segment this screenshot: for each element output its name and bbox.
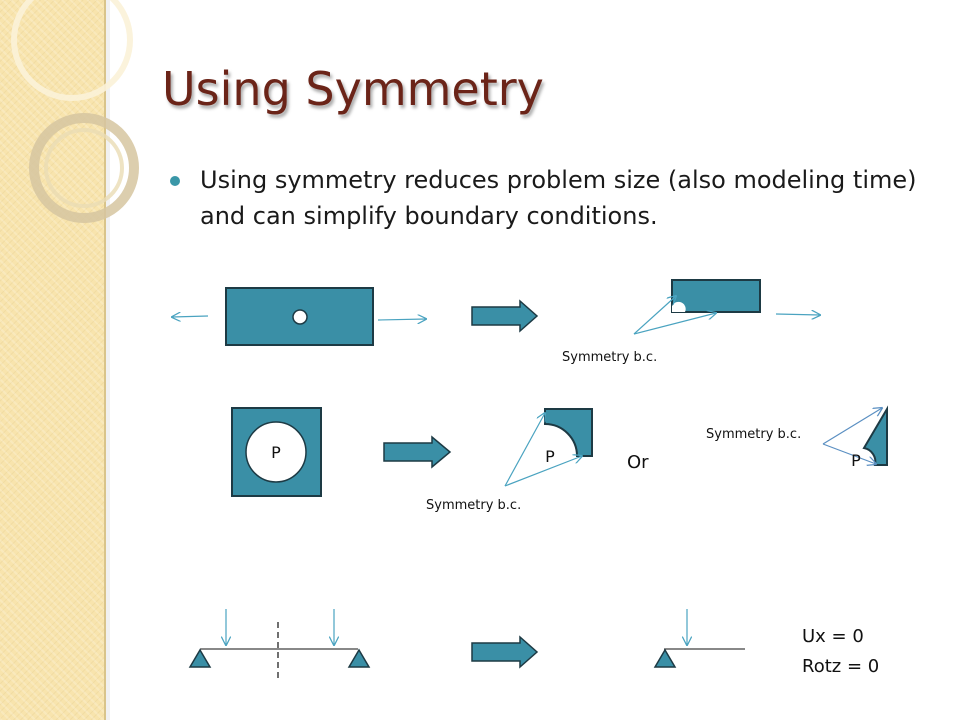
sym-pointer-1b — [633, 313, 716, 335]
side-band-edge — [104, 0, 106, 720]
row1-full-plate — [172, 287, 426, 346]
row2-eighth-model: P — [822, 405, 888, 470]
sym-pointer-1a — [633, 296, 676, 335]
right-block-arrow-icon — [383, 435, 452, 469]
sym-pointer-3b — [822, 443, 876, 464]
row3-half-beam — [653, 609, 745, 668]
ux-condition: Ux = 0 — [802, 626, 864, 647]
sym-bc-label-2: Symmetry b.c. — [426, 498, 521, 513]
triangle-support-icon — [347, 648, 371, 668]
bullet-dot — [170, 176, 180, 186]
right-block-arrow-icon — [471, 635, 539, 669]
triangle-support-icon — [653, 648, 677, 668]
decorative-circles — [11, 0, 139, 223]
half-plate — [671, 279, 761, 313]
sym-pointer-2b — [504, 456, 582, 487]
sym-pointer-2a — [504, 413, 545, 487]
load-arrow-right — [377, 319, 426, 320]
pressure-label-quarter: P — [545, 447, 555, 466]
circular-hole — [245, 421, 307, 483]
row2-quarter-model: P — [504, 408, 593, 487]
sym-bc-label-1: Symmetry b.c. — [562, 350, 657, 365]
sym-bc-label-3: Symmetry b.c. — [706, 427, 801, 442]
side-band-gap — [106, 0, 110, 720]
rotz-condition: Rotz = 0 — [802, 656, 879, 677]
load-arrow-left — [172, 316, 209, 317]
sym-pointer-3a — [822, 408, 882, 445]
right-block-arrow-icon — [471, 299, 539, 333]
pressure-label-eighth: P — [851, 451, 861, 470]
or-label: Or — [627, 452, 649, 473]
bullet-text: Using symmetry reduces problem size (als… — [200, 166, 917, 230]
plate-hole — [292, 309, 308, 325]
row1-half-plate — [633, 279, 820, 335]
row3-full-beam — [188, 609, 371, 680]
load-arrow-half — [775, 314, 820, 315]
triangle-support-icon — [188, 648, 212, 668]
row2-full-square: P — [231, 407, 322, 497]
page-title: Using Symmetry — [162, 62, 544, 116]
pressure-label-full: P — [271, 443, 281, 462]
